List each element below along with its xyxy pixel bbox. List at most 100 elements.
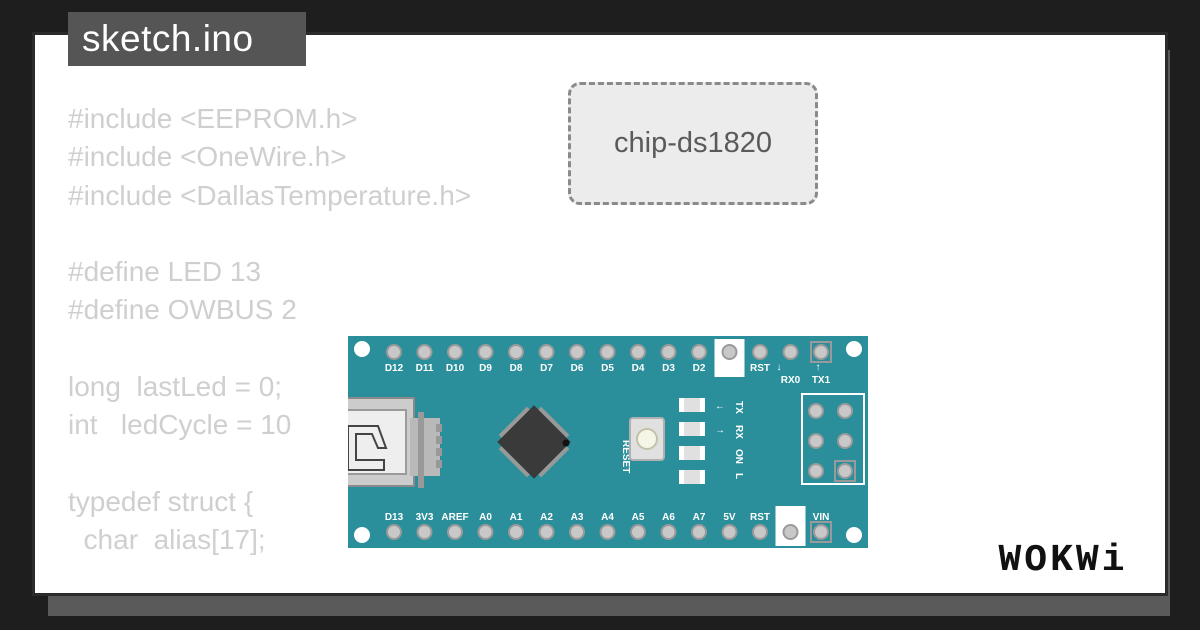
pin-label: D7: [540, 363, 553, 374]
reset-label: RESET: [620, 440, 631, 473]
code-line: #include <DallasTemperature.h>: [68, 179, 472, 211]
header-pin[interactable]: [813, 344, 829, 360]
header-pin[interactable]: [630, 524, 646, 540]
led-icon: [684, 446, 700, 460]
led-label: ON: [733, 449, 744, 464]
header-pin[interactable]: [386, 524, 402, 540]
code-line: #include <OneWire.h>: [68, 141, 347, 173]
rx-arrow-icon: ↓: [777, 362, 782, 373]
code-line: char alias[17];: [68, 524, 266, 556]
mount-hole-icon: [846, 341, 862, 357]
header-pin[interactable]: [416, 524, 433, 540]
pin-label: GND: [779, 512, 801, 523]
top-header: D12 D11 D10 D9 D8 D7 D6 D5 D4 D3 D2 GND RST RX0 TX1: [385, 339, 832, 386]
mount-hole-icon: [354, 527, 370, 543]
pin-label: 3V3: [416, 512, 434, 523]
header-pin[interactable]: [447, 524, 463, 540]
pin-label: D3: [662, 363, 675, 374]
pin-square: [810, 341, 832, 363]
pin-label: D9: [479, 363, 492, 374]
header-pin[interactable]: [538, 524, 555, 540]
pin-label: D13: [385, 512, 404, 523]
pin-label: D6: [571, 363, 584, 374]
pin-label: D4: [632, 363, 645, 374]
led-arrow-icon: →: [715, 425, 725, 436]
pin-label: A7: [693, 512, 706, 523]
led-label: TX: [733, 401, 744, 414]
header-pin[interactable]: [569, 344, 585, 360]
status-leds: ← TX → RX ON L: [679, 398, 744, 484]
code-line: typedef struct {: [68, 485, 254, 517]
header-pin[interactable]: [508, 524, 524, 540]
header-pin[interactable]: [538, 344, 555, 360]
mount-hole-icon: [846, 527, 862, 543]
chip-label: chip-ds1820: [614, 127, 772, 159]
tx-arrow-icon: ↑: [816, 362, 821, 373]
header-pin[interactable]: [447, 344, 463, 360]
led-label: RX: [733, 425, 744, 439]
pin-label: A0: [479, 512, 492, 523]
code-line: #include <EEPROM.h>: [68, 103, 358, 134]
code-line: [68, 215, 471, 253]
header-pin[interactable]: [477, 344, 494, 360]
pin-label: A2: [540, 512, 553, 523]
led-arrow-icon: ←: [715, 401, 725, 412]
pin-label: A4: [601, 512, 614, 523]
header-pin[interactable]: [721, 344, 738, 360]
header-pin[interactable]: [660, 344, 677, 360]
pin-label: RST: [750, 363, 770, 374]
pin-label: A3: [571, 512, 584, 523]
pin-label: A6: [662, 512, 675, 523]
header-pin[interactable]: [477, 524, 494, 540]
pin-label: RX0: [781, 375, 801, 386]
pin-label: D11: [416, 363, 434, 374]
header-pin[interactable]: [813, 524, 829, 540]
pin-label: D12: [385, 363, 404, 374]
microcontroller-chip: [497, 405, 571, 479]
custom-chip-ds1820[interactable]: chip-ds1820: [568, 82, 818, 205]
wokwi-logo-text: WOKWi: [998, 539, 1127, 582]
header-pin[interactable]: [630, 344, 646, 360]
wokwi-logo: WOKWi: [998, 539, 1127, 582]
code-line: long lastLed = 0;: [68, 371, 283, 403]
header-pin[interactable]: [752, 524, 768, 540]
code-line: #define LED 13: [68, 256, 262, 288]
header-pin[interactable]: [721, 524, 738, 540]
icsp-header: [801, 393, 865, 485]
code-line: int ledCycle = 10: [68, 409, 292, 441]
pin-label: D10: [446, 363, 465, 374]
code-preview: #include <EEPROM.h> #include <OneWire.h> #…: [68, 100, 471, 598]
led-icon: [684, 398, 700, 412]
pin-square: [810, 521, 832, 543]
header-pin[interactable]: [660, 524, 677, 540]
code-line: #define OWBUS 2: [68, 294, 297, 326]
header-pin[interactable]: [599, 524, 616, 540]
header-pin[interactable]: [416, 344, 433, 360]
header-pin[interactable]: [569, 524, 585, 540]
header-pin[interactable]: [691, 344, 707, 360]
header-pin[interactable]: [691, 524, 707, 540]
header-pin[interactable]: [599, 344, 616, 360]
pin-label: AREF: [441, 512, 468, 523]
file-tab[interactable]: sketch.ino: [68, 12, 306, 66]
reset-button[interactable]: [629, 417, 665, 461]
header-pin[interactable]: [386, 344, 402, 360]
led-icon: [684, 422, 700, 436]
pin-label: A1: [510, 512, 523, 523]
header-pin[interactable]: [782, 524, 799, 540]
pin-label: RST: [750, 512, 770, 523]
led-icon: [684, 470, 700, 484]
header-pin[interactable]: [782, 344, 799, 360]
pin-label: D8: [510, 363, 523, 374]
pin-label: A5: [632, 512, 645, 523]
pin-label: D5: [601, 363, 614, 374]
header-pin[interactable]: [508, 344, 524, 360]
header-pin[interactable]: [752, 344, 768, 360]
mount-hole-icon: [354, 341, 370, 357]
pin-label: GND: [718, 364, 740, 375]
pin-label: TX1: [812, 375, 831, 386]
pin-label: D2: [693, 363, 706, 374]
led-label: L: [733, 473, 744, 479]
